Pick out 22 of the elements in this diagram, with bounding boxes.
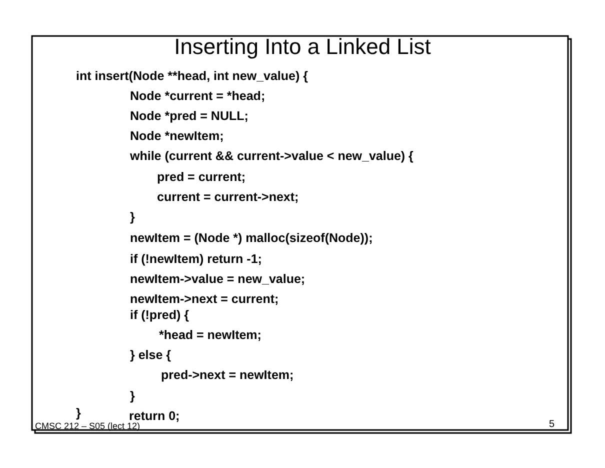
code-line: return 0;	[129, 409, 180, 423]
code-line: Node *pred = NULL;	[130, 109, 248, 123]
slide-title: Inserting Into a Linked List	[173, 34, 432, 60]
code-line: newItem = (Node *) malloc(sizeof(Node));	[130, 231, 373, 245]
code-line: }	[76, 406, 81, 420]
code-line: current = current->next;	[157, 190, 299, 204]
code-line: if (!pred) {	[130, 308, 190, 322]
code-line: while (current && current->value < new_value) {	[130, 149, 414, 163]
code-line: newItem->next = current;	[130, 292, 279, 306]
code-line: Node *current = *head;	[130, 89, 266, 103]
code-line: }	[130, 210, 135, 224]
code-line: pred->next = newItem;	[161, 368, 294, 382]
page-number: 5	[549, 418, 555, 432]
code-line: }	[130, 389, 135, 403]
code-line: pred = current;	[157, 170, 246, 184]
footer-text: CMSC 212 – S05 (lect 12)	[35, 421, 140, 432]
code-line: newItem->value = new_value;	[130, 272, 306, 286]
code-line: *head = newItem;	[159, 328, 262, 342]
code-line: } else {	[130, 348, 172, 362]
code-line: int insert(Node **head, int new_value) {	[76, 69, 308, 83]
code-line: if (!newItem) return -1;	[130, 252, 262, 266]
code-line: Node *newItem;	[130, 129, 224, 143]
